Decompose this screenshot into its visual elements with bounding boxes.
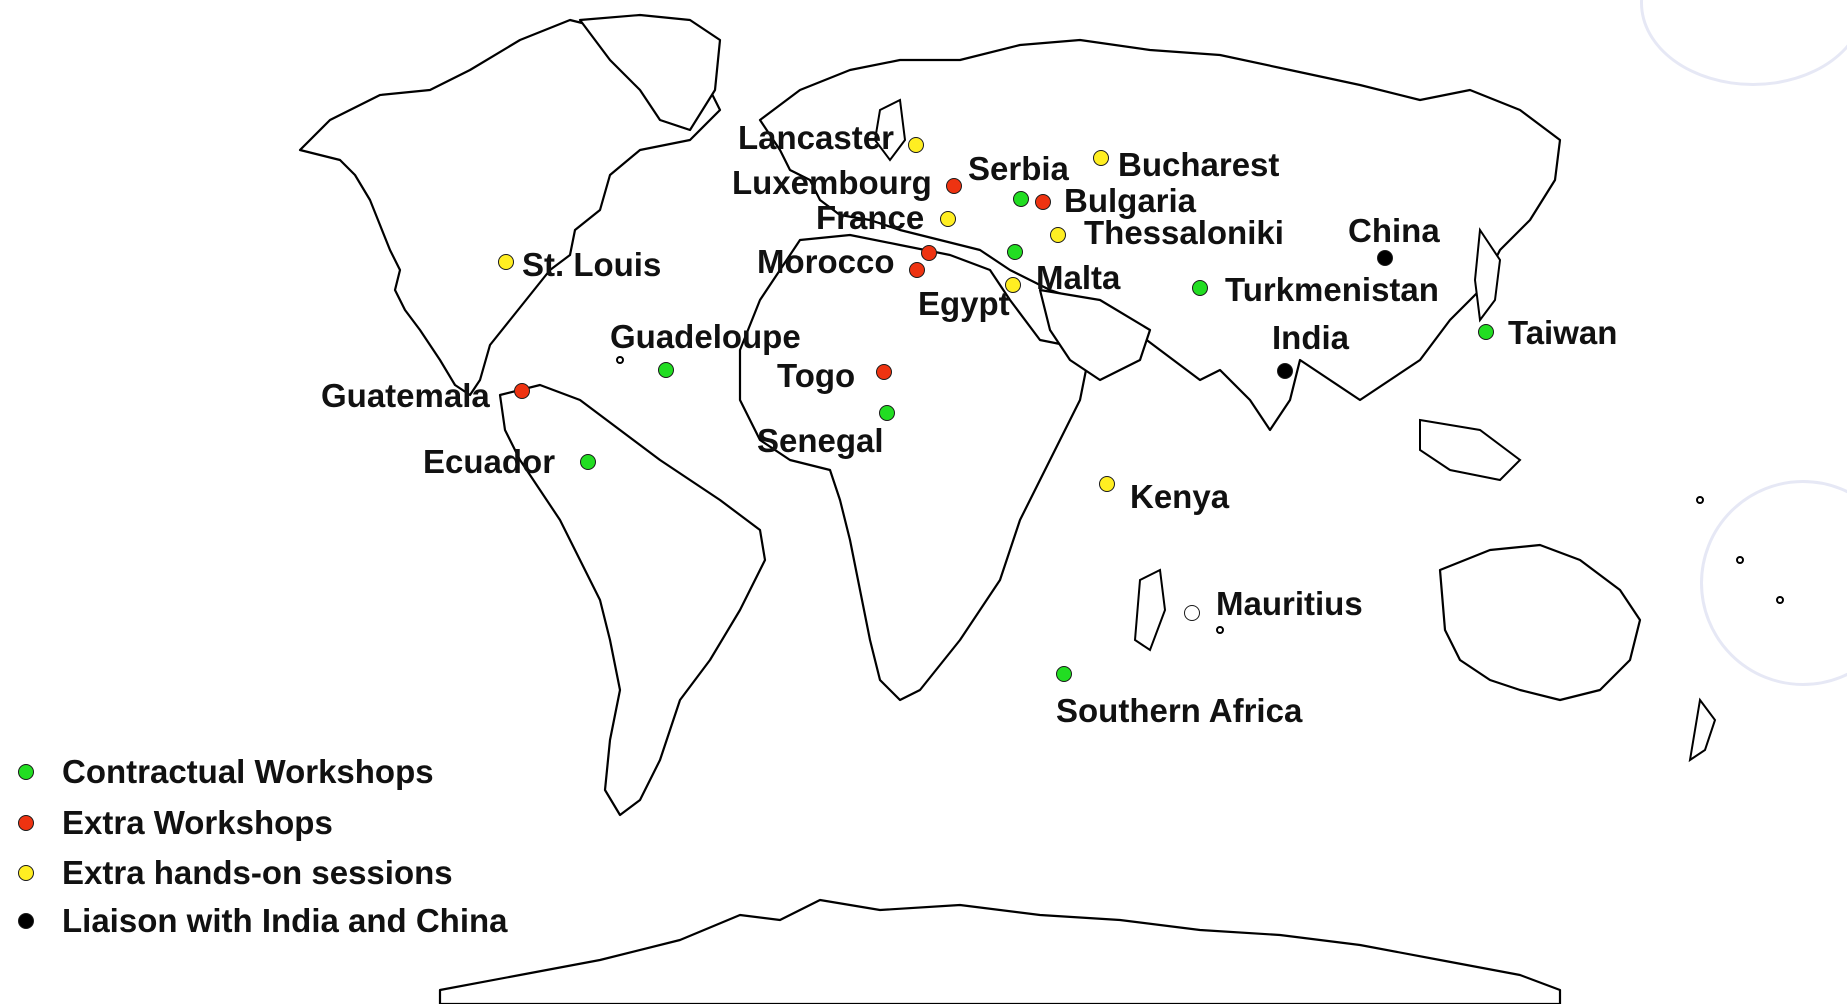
marker-morocco[interactable] <box>909 262 925 278</box>
legend-dot-liaison <box>18 913 34 929</box>
label-luxembourg: Luxembourg <box>732 164 932 201</box>
pacific-island <box>1696 496 1704 504</box>
legend-label: Extra hands-on sessions <box>62 854 453 891</box>
marker-bulgaria[interactable] <box>1035 194 1051 210</box>
label-kenya: Kenya <box>1130 478 1230 515</box>
marker-china[interactable] <box>1377 250 1393 266</box>
legend-dot-extra-workshops <box>18 815 34 831</box>
marker-thessaloniki[interactable] <box>1050 227 1066 243</box>
label-morocco: Morocco <box>757 243 895 280</box>
marker-lancaster[interactable] <box>908 137 924 153</box>
marker-luxembourg[interactable] <box>946 178 962 194</box>
greenland-landmass <box>578 13 722 132</box>
british-isles <box>873 98 907 162</box>
indian-ocean-island <box>1216 626 1224 634</box>
label-mauritius: Mauritius <box>1216 585 1363 622</box>
marker-taiwan[interactable] <box>1478 324 1494 340</box>
marker-senegal[interactable] <box>879 405 895 421</box>
legend-label: Contractual Workshops <box>62 753 434 790</box>
antarctica-landmass <box>438 898 1562 1004</box>
africa-landmass <box>738 233 1092 702</box>
label-southern-africa: Southern Africa <box>1056 692 1303 729</box>
label-egypt: Egypt <box>918 285 1010 322</box>
marker-mauritius[interactable] <box>1184 605 1200 621</box>
marker-morocco-north[interactable] <box>921 245 937 261</box>
caribbean-island <box>616 356 624 364</box>
north-america-landmass <box>298 18 722 397</box>
legend-item-liaison: Liaison with India and China <box>14 901 508 941</box>
marker-togo[interactable] <box>876 364 892 380</box>
label-india: India <box>1272 319 1350 356</box>
label-taiwan: Taiwan <box>1508 314 1618 351</box>
madagascar <box>1133 568 1167 652</box>
eurasia-landmass <box>758 38 1562 432</box>
legend-label: Liaison with India and China <box>62 902 508 939</box>
marker-guatemala[interactable] <box>514 383 530 399</box>
pacific-island <box>1776 596 1784 604</box>
legend-dot-contractual <box>18 764 34 780</box>
marker-bucharest[interactable] <box>1093 150 1109 166</box>
marker-serbia[interactable] <box>1013 191 1029 207</box>
label-guatemala: Guatemala <box>321 377 490 414</box>
pacific-island <box>1736 556 1744 564</box>
label-turkmenistan: Turkmenistan <box>1225 271 1439 308</box>
label-st-louis: St. Louis <box>522 246 662 283</box>
southeast-asia-islands <box>1419 418 1522 482</box>
marker-egypt[interactable] <box>1005 277 1021 293</box>
label-togo: Togo <box>777 357 856 394</box>
label-ecuador: Ecuador <box>423 443 556 480</box>
marker-ecuador[interactable] <box>580 454 596 470</box>
label-thessaloniki: Thessaloniki <box>1084 214 1284 251</box>
label-bucharest: Bucharest <box>1118 146 1280 183</box>
marker-malta[interactable] <box>1007 244 1023 260</box>
label-guadeloupe: Guadeloupe <box>610 318 801 355</box>
legend-item-contractual: Contractual Workshops <box>14 752 434 792</box>
australia-landmass <box>1438 543 1642 702</box>
south-america-landmass <box>498 383 767 817</box>
new-zealand <box>1688 697 1717 763</box>
arabia-landmass <box>1038 288 1152 382</box>
marker-guadeloupe[interactable] <box>658 362 674 378</box>
marker-kenya[interactable] <box>1099 476 1115 492</box>
legend-label: Extra Workshops <box>62 804 333 841</box>
marker-st-louis[interactable] <box>498 254 514 270</box>
legend-item-hands-on: Extra hands-on sessions <box>14 853 453 893</box>
label-france: France <box>816 199 925 236</box>
label-china: China <box>1348 212 1440 249</box>
label-lancaster: Lancaster <box>738 119 894 156</box>
legend-dot-hands-on <box>18 865 34 881</box>
marker-india[interactable] <box>1277 363 1293 379</box>
marker-france[interactable] <box>940 211 956 227</box>
label-malta: Malta <box>1036 259 1121 296</box>
marker-southern-africa[interactable] <box>1056 666 1072 682</box>
label-serbia: Serbia <box>968 150 1069 187</box>
marker-turkmenistan[interactable] <box>1192 280 1208 296</box>
label-senegal: Senegal <box>757 422 884 459</box>
japan <box>1473 227 1502 323</box>
label-bulgaria: Bulgaria <box>1064 182 1197 219</box>
legend-item-extra-workshops: Extra Workshops <box>14 803 333 843</box>
